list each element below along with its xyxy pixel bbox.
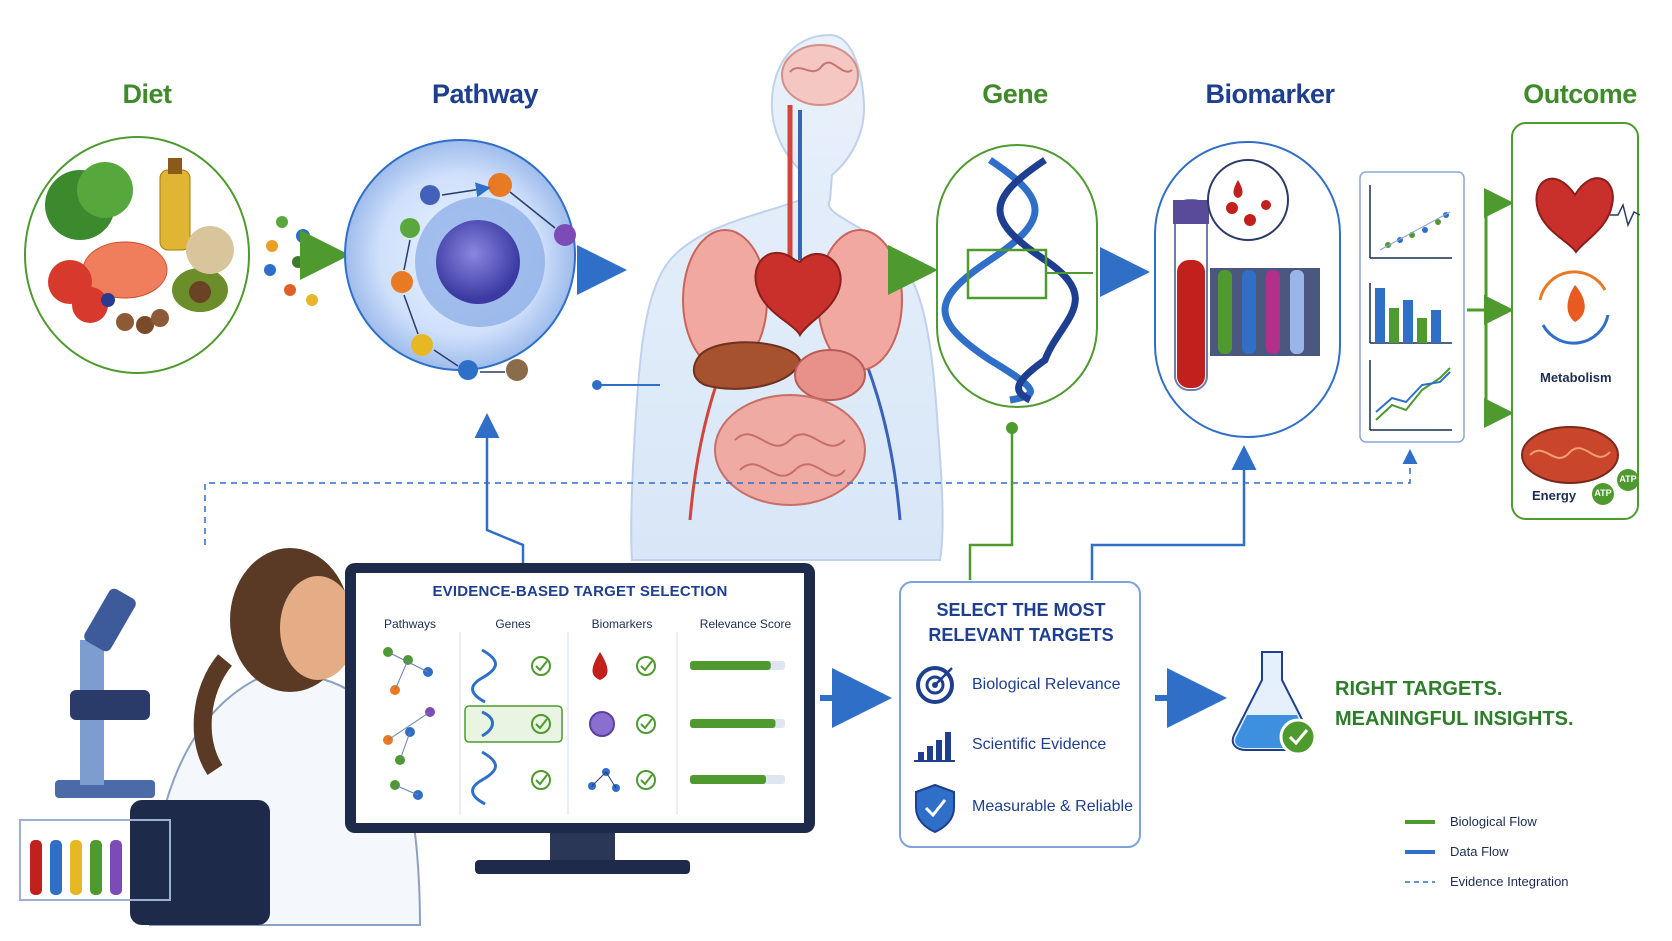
- result-message: RIGHT TARGETS. MEANINGFUL INSIGHTS.: [1335, 674, 1574, 734]
- monitor-frame: [345, 563, 815, 874]
- biomarker-illustration: [1154, 141, 1341, 438]
- molecule-dots: [264, 216, 318, 306]
- stage-title-outcome: Outcome: [1523, 79, 1637, 109]
- pathway-network-icon-1: [383, 647, 433, 695]
- evidence-integration-line: [204, 449, 1418, 545]
- select-panel-title: SELECT THE MOST RELEVANT TARGETS: [905, 598, 1137, 648]
- criterion-biological-relevance: Biological Relevance: [972, 676, 1121, 693]
- target-icon: [916, 666, 954, 704]
- arrow-select-to-biomarker: [1090, 445, 1257, 580]
- molecule-icon: [588, 768, 620, 792]
- pathway-network-icon-2: [383, 707, 435, 765]
- data-charts-card: [1359, 171, 1465, 443]
- result-line-2: MEANINGFUL INSIGHTS.: [1335, 708, 1574, 730]
- column-header-relevance-score: Relevance Score: [699, 617, 792, 631]
- select-panel-frame: [899, 581, 1141, 848]
- stage-title-biomarker: Biomarker: [1205, 79, 1335, 109]
- relevance-score-bars: [690, 661, 785, 784]
- shield-check-icon: [915, 783, 955, 834]
- blood-drop-icon: [592, 652, 608, 680]
- gene-dna-icon-2: [481, 710, 494, 738]
- outcome-card: [1511, 122, 1641, 520]
- monitor-rows: [383, 647, 656, 806]
- column-header-pathways: Pathways: [383, 617, 437, 631]
- column-header-biomarkers: Biomarkers: [591, 617, 653, 631]
- relevance-bar-fill: [690, 661, 771, 670]
- check-icon-1: [531, 656, 551, 676]
- pathway-network-icon-3: [390, 780, 423, 800]
- legend-biological-flow: Biological Flow: [1450, 814, 1537, 829]
- relevance-bar-fill: [690, 719, 776, 728]
- flask-icon: [1231, 651, 1317, 756]
- microscope-illustration: [19, 588, 171, 901]
- highlighted-gene-row: [464, 705, 563, 743]
- result-line-1: RIGHT TARGETS.: [1335, 678, 1503, 700]
- gene-dna-icon-1: [471, 648, 497, 704]
- legend-lines: [1405, 820, 1435, 883]
- legend-data-flow: Data Flow: [1450, 844, 1509, 859]
- cell-icon: [589, 711, 615, 737]
- stage-title-gene: Gene: [982, 79, 1048, 109]
- pathway-cell-illustration: [344, 139, 576, 381]
- stage-title-diet: Diet: [122, 79, 172, 109]
- arrows-to-outcome: [1467, 188, 1514, 428]
- arrow-monitor-to-pathway: [474, 413, 525, 568]
- legend-evidence-integration: Evidence Integration: [1450, 874, 1569, 889]
- atp-badge-1: ATP: [1594, 488, 1612, 498]
- atp-badge-2: ATP: [1619, 474, 1637, 484]
- check-icon-4: [636, 656, 656, 676]
- metabolism-label: Metabolism: [1540, 370, 1612, 385]
- criterion-measurable-reliable: Measurable & Reliable: [972, 798, 1133, 815]
- select-title-line-1: SELECT THE MOST: [936, 600, 1106, 620]
- column-header-genes: Genes: [495, 617, 531, 631]
- arrow-select-to-gene: [968, 432, 1014, 580]
- human-body-illustration: [630, 33, 944, 561]
- gene-dna-illustration: [936, 144, 1098, 408]
- gene-dna-icon-3: [471, 750, 497, 806]
- bar-chart-icon: [914, 732, 955, 762]
- monitor-title: EVIDENCE-BASED TARGET SELECTION: [432, 583, 728, 600]
- criterion-scientific-evidence: Scientific Evidence: [972, 736, 1107, 753]
- check-icon-6: [636, 770, 656, 790]
- check-icon-3: [531, 770, 551, 790]
- select-title-line-2: RELEVANT TARGETS: [928, 625, 1114, 645]
- check-icon-5: [636, 714, 656, 734]
- relevance-bar-fill: [690, 775, 766, 784]
- check-icon-2: [531, 714, 551, 734]
- stage-title-pathway: Pathway: [431, 79, 539, 109]
- energy-label: Energy: [1532, 488, 1577, 503]
- diet-food-illustration: [24, 136, 250, 374]
